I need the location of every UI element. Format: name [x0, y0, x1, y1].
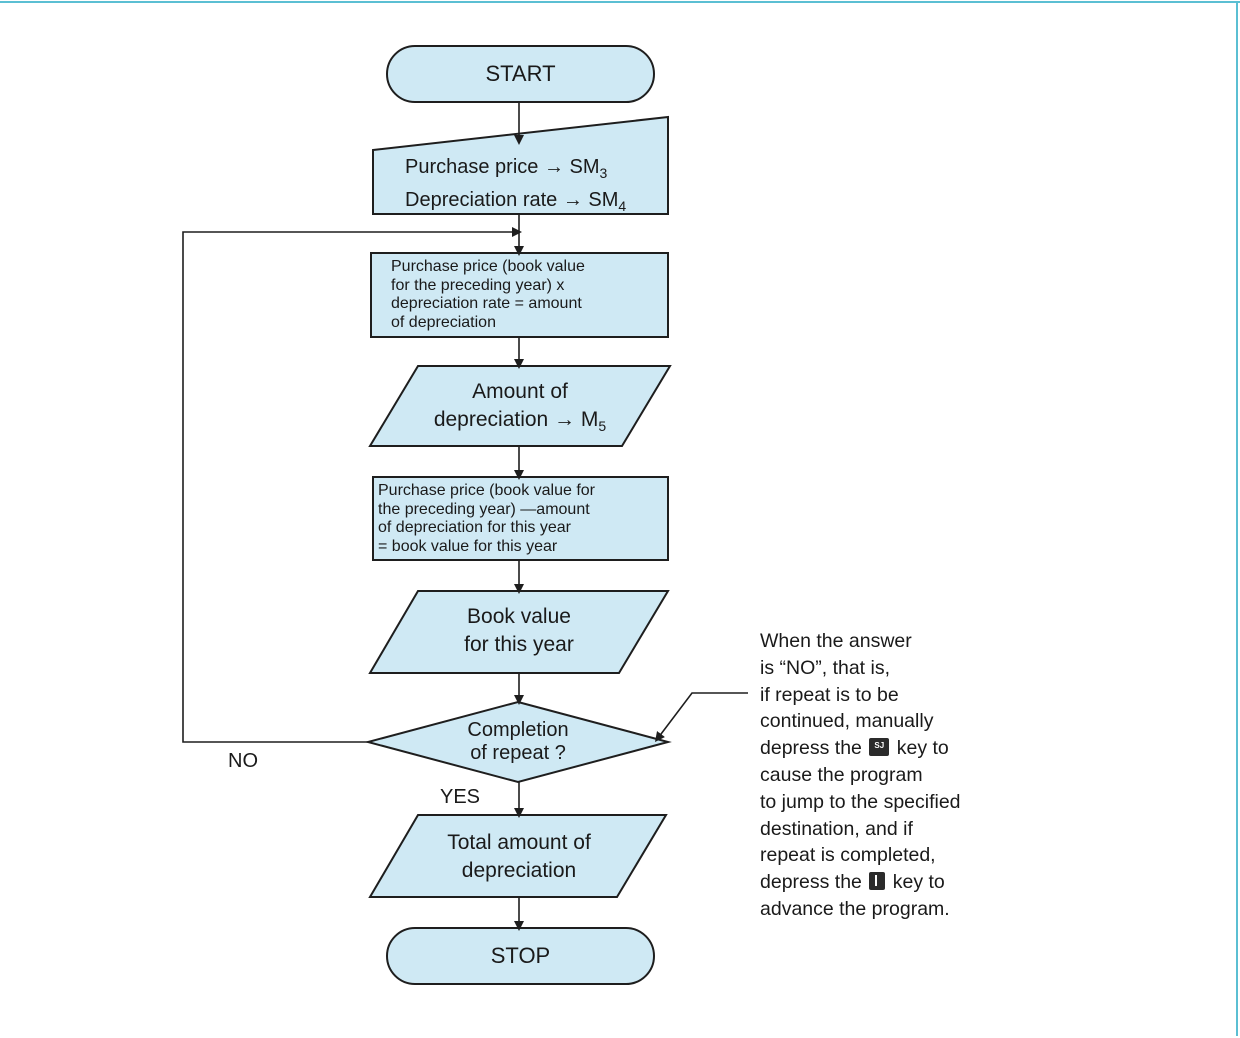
annotation-line: depress the SJ key to [760, 735, 1060, 762]
output-box-2 [368, 590, 670, 674]
annotation-fragment: key to [896, 737, 949, 760]
annotation-line: is “NO”, that is, [760, 656, 891, 679]
input-shape [372, 115, 669, 215]
decision-line: Completion [467, 719, 569, 741]
no-loop-path [182, 227, 522, 743]
annotation-line: cause the program [760, 763, 923, 786]
sj-key-icon: SJ [869, 738, 890, 757]
process-1-text: Purchase price (book value for the prece… [391, 258, 585, 332]
stop-label: STOP [490, 943, 551, 968]
process-2-line: of depreciation for this year [378, 519, 571, 536]
start-label: START [485, 61, 556, 86]
process-1-line: for the preceding year) x [391, 276, 565, 294]
decision-diamond [364, 700, 672, 784]
process-2-line: the preceding year) —amount [378, 500, 590, 518]
output-2-text: Book value for this year [394, 603, 644, 659]
annotation-line: When the answer [760, 630, 912, 652]
output-3-line: Total amount of [447, 831, 591, 854]
input-line-1: Purchase price → SM [405, 156, 600, 178]
process-1-line: Purchase price (book value [391, 258, 585, 275]
annotation-line: to jump to the specified [760, 790, 961, 813]
yes-label: YES [440, 786, 481, 808]
process-2-line: Purchase price (book value for [378, 482, 595, 499]
annotation-fragment: depress the [760, 737, 862, 760]
input-text: Purchase price → SM3 Depreciation rate →… [405, 154, 626, 220]
annotation-pointer [654, 692, 748, 742]
process-1-line: of depreciation [391, 313, 496, 331]
annotation-text: When the answer is “NO”, that is, if rep… [760, 628, 1060, 923]
output-1-line: Amount of [472, 380, 568, 403]
decision-text: Completion of repeat ? [418, 719, 618, 765]
decision-line: of repeat ? [470, 742, 566, 764]
process-box-2 [372, 476, 669, 561]
input-line-2-subscript: 4 [618, 198, 627, 214]
output-box-1 [368, 365, 672, 447]
output-2-line: Book value [467, 605, 571, 628]
input-line-1-subscript: 3 [599, 165, 608, 181]
annotation-line: destination, and if [760, 817, 913, 840]
annotation-line: repeat is completed, [760, 844, 936, 867]
input-line-2: Depreciation rate → SM [405, 189, 619, 211]
annotation-fragment: key to [892, 871, 945, 894]
start-terminal [386, 45, 655, 103]
sj-key-label: SJ [874, 741, 885, 751]
annotation-line: depress the key to [760, 869, 1060, 896]
no-label: NO [228, 750, 258, 772]
output-1-text: Amount of depreciation → M5 [400, 378, 640, 440]
process-2-line: = book value for this year [378, 537, 558, 555]
annotation-line: if repeat is to be [760, 683, 899, 706]
annotation-fragment: depress the [760, 871, 862, 894]
annotation-line: continued, manually [760, 710, 934, 733]
start-key-icon [869, 872, 886, 891]
output-3-text: Total amount of depreciation [394, 829, 644, 885]
output-1-subscript: 5 [598, 418, 607, 435]
process-1-line: depreciation rate = amount [391, 295, 582, 312]
process-2-text: Purchase price (book value for the prece… [378, 482, 595, 556]
output-1-line: depreciation → M [433, 408, 599, 431]
output-box-3 [368, 814, 668, 898]
output-2-line: for this year [464, 633, 574, 656]
output-3-line: depreciation [461, 859, 577, 882]
annotation-line: advance the program. [760, 897, 950, 920]
